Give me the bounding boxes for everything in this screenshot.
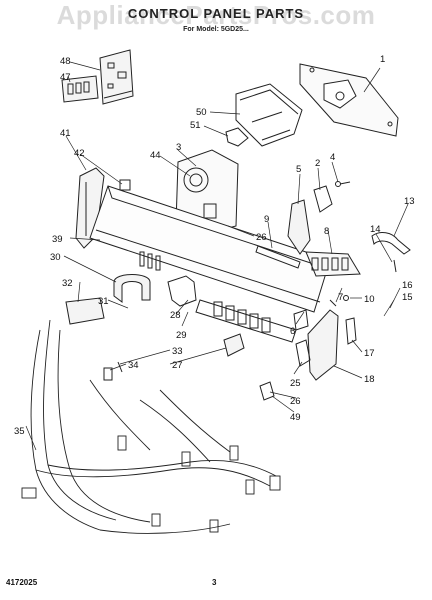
part-13-wire-tie [371,232,411,255]
callout-10: 10 [364,294,375,305]
part-17-clip [345,317,357,345]
document-number: 4172025 [6,578,38,587]
callout-44: 44 [150,150,161,161]
part-6-bracket [293,309,309,331]
callout-3: 3 [176,142,181,153]
part-33-screw [117,361,123,373]
part-34-connector [103,367,113,381]
callout-18: 18 [364,374,375,385]
callout-7: 7 [338,292,343,303]
part-30-bracket [113,274,151,303]
part-25-mount [295,339,311,367]
callout-6: 6 [290,326,295,337]
callout-13: 13 [404,196,415,207]
callout-47: 47 [60,72,71,83]
part-47-connector-block [61,75,99,103]
part-32-connector [65,297,105,325]
callout-labels: 48 47 1 50 51 41 42 3 44 2 4 5 9 13 14 8… [14,54,415,437]
page-number: 3 [212,578,217,587]
part-10-screw [343,295,349,301]
part-14-screw [393,259,397,273]
part-1-back-panel [299,63,399,137]
part-51-clip [225,127,249,147]
callout-1: 1 [380,54,385,65]
model-subtitle: For Model: 5GD25... [183,26,249,33]
callout-17: 17 [364,348,375,359]
callout-4: 4 [330,152,335,163]
part-4-screw [335,181,351,187]
part-35-wiring-harness [21,319,281,534]
part-8-terminal-block [305,251,361,277]
watermark: AppliancePartsPros.com [56,0,376,30]
part-42-clip [119,179,131,191]
part-48-circuit-board [99,49,134,105]
callout-32: 32 [62,278,73,289]
callout-26b: 26 [290,396,301,407]
callout-5: 5 [296,164,301,175]
callout-14: 14 [370,224,381,235]
page-title: CONTROL PANEL PARTS [127,6,305,21]
callout-41: 41 [60,128,71,139]
callout-9: 9 [264,214,269,225]
callout-39: 39 [52,234,63,245]
part-18-end-cap [307,309,339,381]
part-5-latch [287,199,311,255]
callout-28: 28 [170,310,181,321]
part-50-bracket [235,83,303,147]
part-27-button [223,333,245,357]
callout-2: 2 [315,158,320,169]
callout-25: 25 [290,378,301,389]
callout-34: 34 [128,360,139,371]
callout-48: 48 [60,56,71,67]
callout-15: 15 [402,292,413,303]
callout-49: 49 [290,412,301,423]
part-28-bracket [167,275,197,307]
part-39-console [89,185,331,343]
callout-30: 30 [50,252,61,263]
callout-26: 26 [256,232,267,243]
callout-16: 16 [402,280,413,291]
callout-35: 35 [14,426,25,437]
callout-27: 27 [172,360,183,371]
callout-42: 42 [74,148,85,159]
part-9-strip [255,245,301,269]
part-49-clip [259,381,275,401]
callout-29: 29 [176,330,187,341]
callout-8: 8 [324,226,329,237]
callout-51: 51 [190,120,201,131]
callout-33: 33 [172,346,183,357]
part-7-screw [329,299,337,307]
callout-31: 31 [98,296,109,307]
leader-lines [25,61,409,451]
callout-50: 50 [196,107,207,118]
part-2-bracket [313,185,333,213]
